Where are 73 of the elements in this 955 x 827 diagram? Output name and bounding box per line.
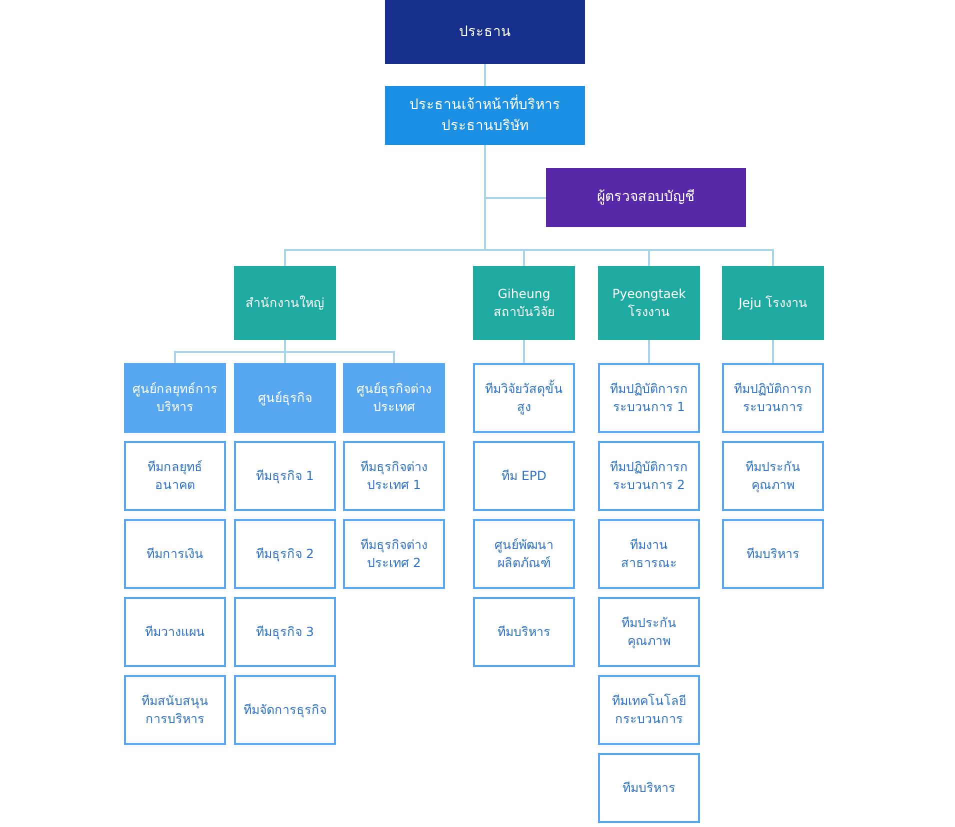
node-label: ทีมบริหาร: [746, 544, 800, 563]
node-label: Giheung สถาบันวิจัย: [492, 284, 556, 321]
node-label: ศูนย์ธุรกิจต่างประเทศ: [356, 380, 432, 416]
chairman-box: [385, 0, 585, 64]
team-box: [473, 363, 575, 433]
center-box: [124, 363, 226, 433]
team-box: [722, 363, 824, 433]
team-box: [598, 363, 700, 433]
node-label: ทีมปฏิบัติการกระบวนการ 2: [609, 458, 689, 494]
node-label: ศูนย์พัฒนาผลิตภัณฑ์: [494, 536, 554, 572]
division-box: [234, 266, 336, 340]
team-box: [473, 519, 575, 589]
node-label: ทีมกลยุทธ์อนาคต: [146, 458, 204, 494]
node-label: ทีมธุรกิจ 2: [256, 544, 314, 564]
team-box: [124, 675, 226, 745]
connector-line: [284, 340, 395, 363]
team-box: [598, 675, 700, 745]
team-box: [473, 441, 575, 511]
node-label: ทีมธุรกิจต่างประเทศ 2: [360, 536, 428, 572]
team-box: [124, 519, 226, 589]
node-label: ทีมการเงิน: [146, 544, 204, 563]
connector-line: [523, 340, 525, 363]
team-box: [234, 441, 336, 511]
node-label: ประธานเจ้าหน้าที่บริหาร: [410, 95, 560, 116]
auditor-box: [546, 168, 746, 227]
node-label: ทีมประกันคุณภาพ: [744, 458, 802, 494]
node-label: ทีมเทคโนโลยีกระบวนการ: [611, 692, 687, 728]
team-box: [722, 441, 824, 511]
node-label: ทีมธุรกิจ 3: [256, 622, 314, 642]
division-box: [598, 266, 700, 340]
team-box: [598, 441, 700, 511]
node-label: ทีมงานสาธารณะ: [620, 536, 678, 572]
connector-line: [648, 340, 650, 363]
connector-line: [772, 340, 774, 363]
team-box: [124, 597, 226, 667]
node-label: Pyeongtaek โรงงาน: [611, 284, 687, 321]
team-box: [234, 519, 336, 589]
team-box: [234, 675, 336, 745]
node-label: ทีมบริหาร: [622, 778, 676, 797]
team-box: [473, 597, 575, 667]
center-box: [343, 363, 445, 433]
node-label: ทีมสนับสนุนการบริหาร: [140, 692, 210, 728]
node-label: ทีมปฏิบัติการกระบวนการ 1: [609, 380, 689, 416]
node-label: ประธาน: [459, 22, 511, 42]
division-box: [722, 266, 824, 340]
node-label: ทีมบริหาร: [498, 622, 550, 641]
connector-line: [484, 145, 774, 266]
node-label: ทีมปฏิบัติการกระบวนการ: [733, 380, 813, 416]
node-label: ทีมธุรกิจ 1: [256, 466, 314, 486]
team-box: [343, 519, 445, 589]
node-label: ทีมธุรกิจต่างประเทศ 1: [360, 458, 428, 494]
team-box: [234, 597, 336, 667]
team-box: [598, 753, 700, 823]
node-label: ทีมวิจัยวัสดุขั้นสูง: [484, 380, 564, 416]
executive-box: [385, 86, 585, 145]
node-label: ทีมประกันคุณภาพ: [620, 614, 678, 650]
node-label: ศูนย์ธุรกิจ: [258, 388, 312, 408]
node-label: ทีมวางแผน: [145, 622, 205, 641]
node-label: สำนักงานใหญ่: [246, 294, 324, 312]
team-box: [598, 597, 700, 667]
center-box: [234, 363, 336, 433]
node-label: Jeju โรงงาน: [738, 294, 808, 312]
node-label: ประธานบริษัท: [442, 116, 528, 136]
team-box: [598, 519, 700, 589]
division-box: [473, 266, 575, 340]
node-label: ผู้ตรวจสอบบัญชี: [597, 188, 695, 208]
team-box: [722, 519, 824, 589]
node-label: ทีมจัดการธุรกิจ: [244, 700, 326, 720]
team-box: [124, 441, 226, 511]
node-label: ทีม EPD: [501, 466, 547, 485]
node-label: ศูนย์กลยุทธ์การบริหาร: [132, 380, 218, 416]
connector-line: [484, 64, 486, 86]
team-box: [343, 441, 445, 511]
